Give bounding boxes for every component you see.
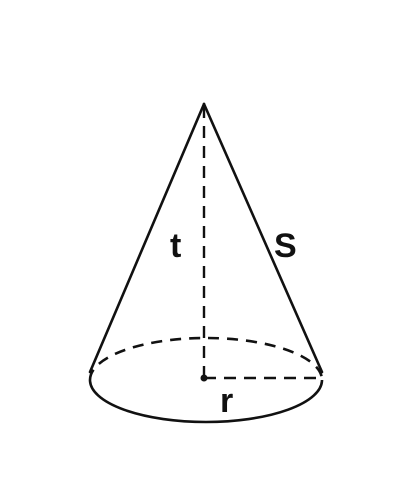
slant-label: S (274, 227, 297, 265)
base-center-point (200, 374, 208, 382)
cone-right-edge (202, 102, 324, 374)
base-back-arc (88, 336, 324, 381)
height-label: t (170, 227, 181, 265)
radius-label: r (220, 382, 233, 420)
base-front-arc (88, 379, 324, 424)
cone-left-edge (88, 102, 206, 374)
